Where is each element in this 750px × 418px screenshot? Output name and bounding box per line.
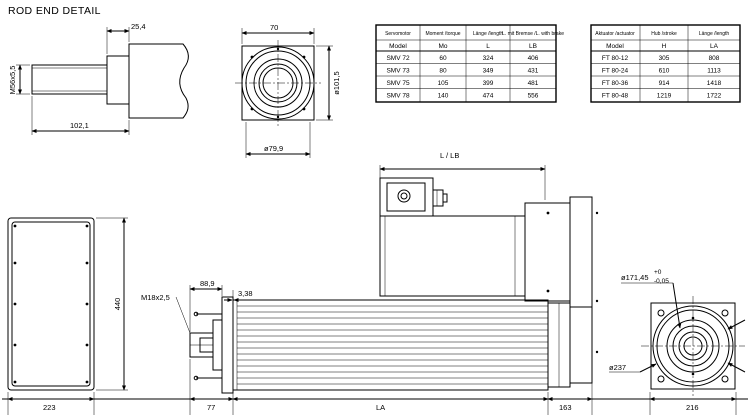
table-cell: FT 80-48 (602, 93, 629, 100)
table-cell: FT 80-24 (602, 68, 629, 75)
actuator-side-view (189, 296, 593, 394)
dim-rod-end-length: 102,1 (70, 121, 89, 130)
rear-flange-view: ø171,45 +0 -0,05 ø237 (609, 269, 746, 396)
table-cell: 305 (659, 55, 670, 62)
rod-dimensions: M18x2,5 88,9 3,38 (141, 279, 253, 334)
table-cell: FT 80-36 (602, 80, 629, 87)
table-cell: 1722 (707, 93, 722, 100)
table-cell: 556 (528, 93, 539, 100)
dim-flange-dia: ø171,45 (621, 273, 649, 282)
dim-width-223: 223 (43, 403, 56, 412)
table-cell: FT 80-12 (602, 55, 629, 62)
servo-subheader: LB (529, 43, 537, 50)
dim-length-la: LA (376, 403, 385, 412)
dim-rod-end-thread: M56x5,5 (8, 66, 17, 95)
table-cell: SMV 78 (386, 93, 410, 100)
servo-header-length: Länge /length (473, 31, 504, 37)
dim-offset-77: 77 (207, 403, 215, 412)
table-cell: 1219 (657, 93, 672, 100)
dim-pcd: ø237 (609, 363, 626, 372)
servo-subheader: L (486, 43, 490, 50)
actuator-front-view: 440 (7, 217, 128, 391)
bottom-dimension-chain: 223 77 LA 163 216 (2, 309, 748, 415)
table-cell: 349 (483, 68, 494, 75)
table-cell: SMV 72 (386, 55, 410, 62)
table-cell: 60 (439, 55, 447, 62)
actuator-subheader: Model (606, 43, 624, 50)
end-view-round: 70 ø101,5 ø79,9 (235, 23, 341, 158)
drawing-title: ROD END DETAIL (8, 5, 101, 17)
dim-flange-tol-upper: +0 (654, 269, 662, 276)
table-cell: 324 (483, 55, 494, 62)
actuator-header-model: Aktuator /actuator (595, 31, 635, 37)
servo-subheader: Mo (438, 43, 447, 50)
table-cell: 914 (659, 80, 670, 87)
table-cell: 80 (439, 68, 447, 75)
table-cell: 399 (483, 80, 494, 87)
actuator-header-length: Länge /length (699, 31, 730, 37)
table-cell: SMV 75 (386, 80, 410, 87)
table-cell: 105 (438, 80, 449, 87)
table-cell: 406 (528, 55, 539, 62)
servo-header-model: Servomotor (385, 31, 411, 37)
dim-end-view-width: 70 (270, 23, 278, 32)
table-cell: 610 (659, 68, 670, 75)
servo-header-torque: Moment /torque (425, 31, 460, 37)
dim-l-lb-label: L / LB (440, 151, 459, 160)
actuator-header-stroke: Hub /stroke (651, 31, 677, 37)
table-cell: SMV 73 (386, 68, 410, 75)
dim-rod-thread: M18x2,5 (141, 293, 170, 302)
dim-rod-offset: 88,9 (200, 279, 215, 288)
actuator-table: Aktuator /actuator Hub /stroke Länge /le… (590, 24, 741, 103)
dim-flange-tol-lower: -0,05 (654, 278, 669, 285)
actuator-subheader: LA (710, 43, 719, 50)
dim-rod-end-flat: 25,4 (131, 22, 146, 31)
table-cell: 431 (528, 68, 539, 75)
dim-end-view-bottom-dia: ø79,9 (264, 144, 283, 153)
dim-l-lb: L / LB (379, 151, 546, 200)
servo-header-brake: L. mit Bremse /L. with brake (502, 31, 564, 37)
servomotor-table: Servomotor Moment /torque Länge /length … (375, 24, 564, 103)
table-cell: 481 (528, 80, 539, 87)
servomotor-side-view (379, 177, 599, 354)
dim-height-440: 440 (113, 298, 122, 311)
table-cell: 808 (709, 55, 720, 62)
dim-end-view-dia: ø101,5 (332, 71, 341, 94)
servo-subheader: Model (389, 43, 407, 50)
dim-offset-163: 163 (559, 403, 572, 412)
dim-rod-step: 3,38 (238, 289, 253, 298)
table-cell: 474 (483, 93, 494, 100)
table-cell: 140 (438, 93, 449, 100)
actuator-subheader: H (662, 43, 667, 50)
table-cell: 1113 (707, 68, 721, 75)
dim-flange-width: 216 (686, 403, 699, 412)
table-cell: 1418 (707, 80, 722, 87)
rod-end-detail-view: 25,4 M56x5,5 102,1 (8, 22, 189, 135)
